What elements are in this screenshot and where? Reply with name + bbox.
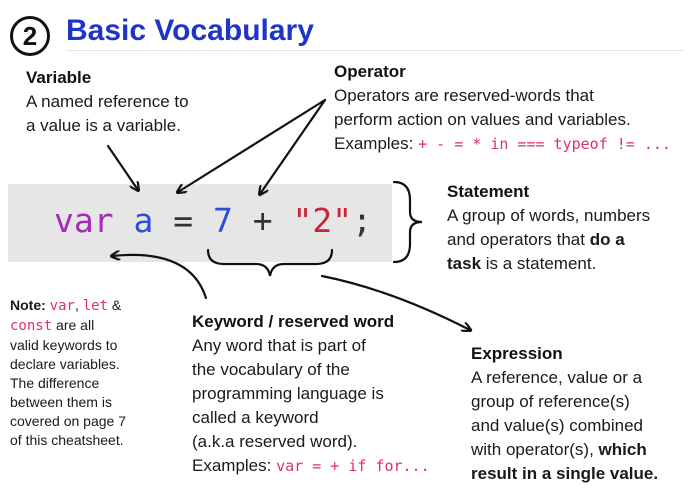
arrow-operator-to-a	[178, 98, 327, 192]
statement-block: Statement A group of words, numbers and …	[447, 182, 650, 276]
code-assign-operator: =	[173, 201, 194, 240]
operator-line-2: perform action on values and variables.	[334, 110, 631, 129]
note-code-var: var	[49, 298, 75, 314]
arrow-brace-to-expression	[320, 274, 470, 330]
variable-block: Variable A named reference to a value is…	[26, 68, 189, 138]
variable-line-2: a value is a variable.	[26, 116, 181, 135]
expression-description: A reference, value or a group of referen…	[471, 366, 658, 486]
note-line-5: The difference	[10, 375, 100, 391]
statement-line-2-bold: do a	[589, 230, 625, 249]
operator-heading: Operator	[334, 62, 406, 81]
note-line-8: of this cheatsheet.	[10, 432, 124, 448]
statement-brace	[392, 180, 423, 264]
keyword-line-3: programming language is	[192, 384, 384, 403]
expression-line-1: A reference, value or a	[471, 368, 643, 387]
keyword-examples-label: Examples:	[192, 456, 277, 475]
code-semicolon: ;	[352, 201, 372, 240]
keyword-line-2: the vocabulary of the	[192, 360, 350, 379]
code-plus-operator: +	[252, 201, 273, 240]
keyword-line-1: Any word that is part of	[192, 336, 366, 355]
note-line-2: const are all	[10, 316, 126, 336]
note-separator-2: &	[108, 297, 122, 313]
keyword-line-4: called a keyword	[192, 408, 319, 427]
note-line-3: valid keywords to	[10, 337, 118, 353]
keyword-examples-code: var = + if for...	[276, 457, 430, 475]
statement-line-1: A group of words, numbers	[447, 206, 651, 225]
expression-line-4-text: with operator(s),	[471, 440, 599, 459]
statement-line-2-text: and operators that	[447, 230, 590, 249]
code-statement-box	[8, 184, 392, 262]
variable-heading: Variable	[26, 68, 92, 87]
keyword-heading: Keyword / reserved word	[192, 312, 395, 331]
title-divider	[66, 50, 684, 51]
expression-line-2: group of reference(s)	[471, 392, 630, 411]
keyword-block: Keyword / reserved word Any word that is…	[192, 312, 430, 478]
operator-examples-code: + - = * in === typeof != ...	[418, 135, 671, 153]
arrow-variable-to-a	[106, 144, 138, 190]
variable-description: A named reference to a value is a variab…	[26, 90, 189, 138]
section-number: 2	[22, 20, 38, 51]
operator-block: Operator Operators are reserved-words th…	[334, 62, 671, 156]
expression-line-4-bold: which	[598, 440, 647, 459]
note-separator-1: ,	[74, 297, 83, 313]
note-line-4: declare variables.	[10, 356, 120, 372]
note-line-2-text: are all	[52, 317, 95, 333]
expression-line-5-bold: result in a single value.	[471, 464, 659, 483]
code-statement: var a = 7 + "2";	[54, 198, 372, 244]
expression-block: Expression A reference, value or a group…	[471, 344, 658, 486]
keyword-description: Any word that is part of the vocabulary …	[192, 334, 430, 478]
code-keyword: var	[54, 201, 114, 240]
operator-examples-label: Examples:	[334, 134, 419, 153]
statement-heading: Statement	[447, 182, 530, 201]
arrow-keyword-to-var	[112, 255, 208, 300]
expression-line-5: result in a single value.	[471, 462, 658, 486]
keyword-line-5: (a.k.a reserved word).	[192, 432, 358, 451]
section-number-badge: 2	[10, 16, 50, 56]
statement-line-3-text: is a statement.	[481, 254, 597, 273]
note-block: Note: var, let & const are all valid key…	[10, 296, 126, 450]
operator-examples: Examples: + - = * in === typeof != ...	[334, 132, 671, 156]
expression-line-3: and value(s) combined	[471, 416, 643, 435]
expression-heading: Expression	[471, 344, 563, 363]
note-code-let: let	[82, 298, 109, 314]
keyword-examples: Examples: var = + if for...	[192, 454, 430, 478]
statement-line-3: task is a statement.	[447, 252, 650, 276]
expression-line-4: with operator(s), which	[471, 438, 658, 462]
code-variable: a	[133, 201, 154, 240]
note-line-7: covered on page 7	[10, 413, 126, 429]
statement-line-2: and operators that do a	[447, 228, 650, 252]
arrow-operator-to-plus	[260, 98, 327, 194]
code-string: "2"	[292, 201, 353, 240]
note-code-const: const	[10, 318, 53, 334]
statement-line-3-bold: task	[447, 254, 482, 273]
page-title: Basic Vocabulary	[66, 14, 314, 47]
operator-line-1: Operators are reserved-words that	[334, 86, 594, 105]
note-line-1: Note: var, let &	[10, 296, 126, 316]
code-number: 7	[212, 201, 233, 240]
statement-description: A group of words, numbers and operators …	[447, 204, 650, 276]
expression-brace	[206, 248, 334, 277]
note-line-6: between them is	[10, 394, 112, 410]
note-label: Note:	[10, 297, 50, 313]
operator-description: Operators are reserved-words that perfor…	[334, 84, 671, 156]
variable-line-1: A named reference to	[26, 92, 189, 111]
